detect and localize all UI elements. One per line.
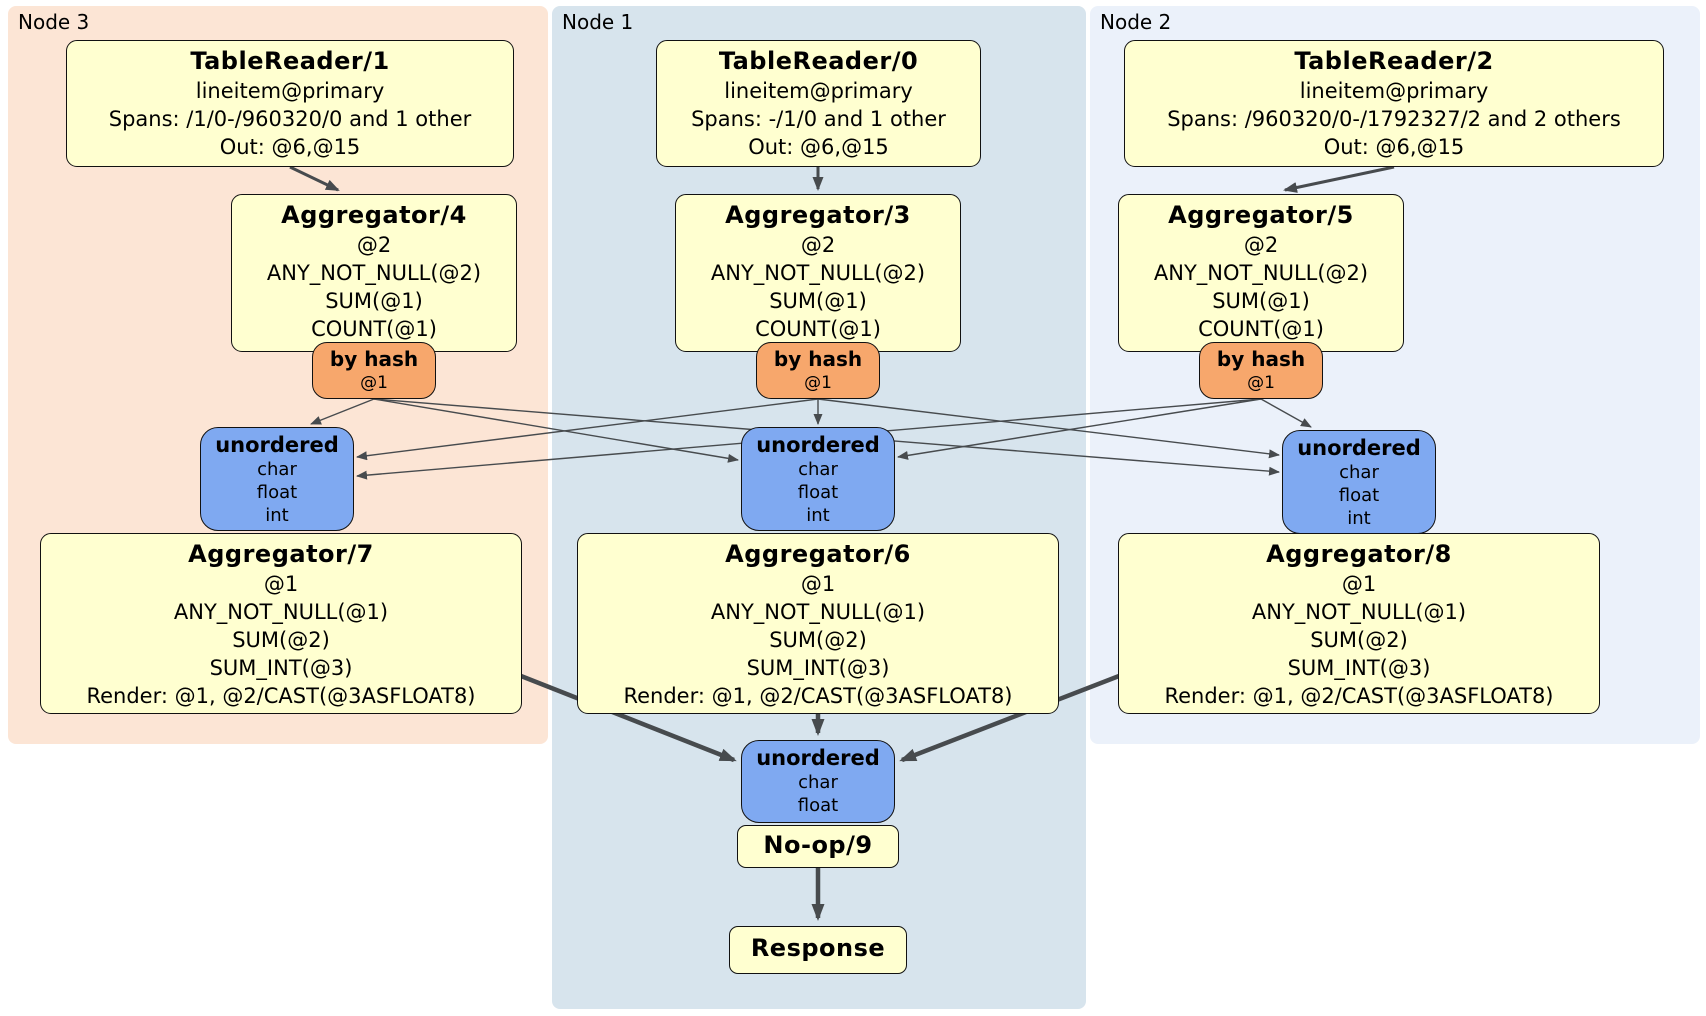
sync-type: int bbox=[806, 505, 830, 526]
aggregator-3-box: Aggregator/3 @2 ANY_NOT_NULL(@2) SUM(@1)… bbox=[675, 194, 961, 352]
tablereader-2-title: TableReader/2 bbox=[1294, 47, 1494, 75]
aggregator-7-box: Aggregator/7 @1 ANY_NOT_NULL(@1) SUM(@2)… bbox=[40, 533, 522, 714]
unordered-sync-right-label: unordered bbox=[1297, 436, 1421, 460]
aggregator-5-expr: SUM(@1) bbox=[1212, 289, 1310, 313]
aggregator-5-expr: ANY_NOT_NULL(@2) bbox=[1153, 261, 1369, 285]
aggregator-7-title: Aggregator/7 bbox=[188, 540, 374, 568]
aggregator-8-render: Render: @1, @2/CAST(@3ASFLOAT8) bbox=[1164, 684, 1554, 708]
aggregator-3-expr: ANY_NOT_NULL(@2) bbox=[710, 261, 926, 285]
aggregator-6-title: Aggregator/6 bbox=[725, 540, 911, 568]
response-title: Response bbox=[750, 934, 886, 962]
hash-router-right: by hash @1 bbox=[1199, 342, 1323, 399]
unordered-sync-final: unordered char float bbox=[741, 740, 895, 823]
tablereader-2-spans: Spans: /960320/0-/1792327/2 and 2 others bbox=[1167, 107, 1621, 131]
node3-label: Node 3 bbox=[18, 10, 90, 34]
unordered-sync-right: unordered char float int bbox=[1282, 430, 1436, 534]
unordered-sync-mid: unordered char float int bbox=[741, 427, 895, 531]
aggregator-7-expr: SUM_INT(@3) bbox=[209, 656, 353, 680]
tablereader-0-index: lineitem@primary bbox=[724, 79, 913, 103]
node2-label: Node 2 bbox=[1100, 10, 1172, 34]
aggregator-4-expr: COUNT(@1) bbox=[311, 317, 437, 341]
aggregator-4-expr: SUM(@1) bbox=[325, 289, 423, 313]
hash-router-left-key: @1 bbox=[360, 373, 388, 393]
hash-router-right-key: @1 bbox=[1247, 373, 1275, 393]
aggregator-6-expr: ANY_NOT_NULL(@1) bbox=[710, 600, 926, 624]
aggregator-8-expr: ANY_NOT_NULL(@1) bbox=[1251, 600, 1467, 624]
aggregator-7-render: Render: @1, @2/CAST(@3ASFLOAT8) bbox=[86, 684, 476, 708]
hash-router-right-label: by hash bbox=[1216, 347, 1306, 371]
tablereader-2-out: Out: @6,@15 bbox=[1323, 135, 1465, 159]
sync-type: char bbox=[257, 459, 297, 480]
unordered-sync-left: unordered char float int bbox=[200, 427, 354, 531]
sync-type: float bbox=[1338, 485, 1380, 506]
aggregator-7-group: @1 bbox=[263, 572, 299, 596]
unordered-sync-left-label: unordered bbox=[215, 433, 339, 457]
aggregator-5-box: Aggregator/5 @2 ANY_NOT_NULL(@2) SUM(@1)… bbox=[1118, 194, 1404, 352]
aggregator-7-expr: SUM(@2) bbox=[232, 628, 330, 652]
tablereader-0-title: TableReader/0 bbox=[718, 47, 919, 75]
response-box: Response bbox=[729, 926, 907, 974]
aggregator-6-render: Render: @1, @2/CAST(@3ASFLOAT8) bbox=[623, 684, 1013, 708]
aggregator-8-box: Aggregator/8 @1 ANY_NOT_NULL(@1) SUM(@2)… bbox=[1118, 533, 1600, 714]
sync-type: char bbox=[798, 459, 838, 480]
noop-box: No-op/9 bbox=[737, 825, 899, 868]
hash-router-left-label: by hash bbox=[329, 347, 419, 371]
sync-type: float bbox=[797, 795, 839, 816]
sync-type: char bbox=[798, 772, 838, 793]
aggregator-5-expr: COUNT(@1) bbox=[1198, 317, 1324, 341]
aggregator-6-group: @1 bbox=[800, 572, 836, 596]
aggregator-3-title: Aggregator/3 bbox=[725, 201, 911, 229]
aggregator-4-group: @2 bbox=[356, 233, 392, 257]
aggregator-8-expr: SUM(@2) bbox=[1310, 628, 1408, 652]
aggregator-4-expr: ANY_NOT_NULL(@2) bbox=[266, 261, 482, 285]
aggregator-6-expr: SUM(@2) bbox=[769, 628, 867, 652]
sync-type: char bbox=[1339, 462, 1379, 483]
hash-router-mid-label: by hash bbox=[773, 347, 863, 371]
hash-router-mid-key: @1 bbox=[804, 373, 832, 393]
aggregator-8-title: Aggregator/8 bbox=[1266, 540, 1452, 568]
tablereader-0-out: Out: @6,@15 bbox=[748, 135, 889, 159]
tablereader-2-box: TableReader/2 lineitem@primary Spans: /9… bbox=[1124, 40, 1664, 167]
tablereader-0-spans: Spans: -/1/0 and 1 other bbox=[691, 107, 946, 131]
node1-label: Node 1 bbox=[562, 10, 634, 34]
hash-router-left: by hash @1 bbox=[312, 342, 436, 399]
aggregator-4-box: Aggregator/4 @2 ANY_NOT_NULL(@2) SUM(@1)… bbox=[231, 194, 517, 352]
aggregator-3-group: @2 bbox=[800, 233, 836, 257]
aggregator-5-title: Aggregator/5 bbox=[1168, 201, 1354, 229]
sync-type: float bbox=[797, 482, 839, 503]
sync-type: float bbox=[256, 482, 298, 503]
aggregator-6-box: Aggregator/6 @1 ANY_NOT_NULL(@1) SUM(@2)… bbox=[577, 533, 1059, 714]
aggregator-3-expr: COUNT(@1) bbox=[755, 317, 881, 341]
aggregator-4-title: Aggregator/4 bbox=[281, 201, 467, 229]
tablereader-1-box: TableReader/1 lineitem@primary Spans: /1… bbox=[66, 40, 514, 167]
tablereader-0-box: TableReader/0 lineitem@primary Spans: -/… bbox=[656, 40, 981, 167]
noop-title: No-op/9 bbox=[763, 831, 873, 859]
sync-type: int bbox=[1347, 508, 1371, 529]
tablereader-1-title: TableReader/1 bbox=[190, 47, 390, 75]
tablereader-2-index: lineitem@primary bbox=[1299, 79, 1489, 103]
tablereader-1-index: lineitem@primary bbox=[195, 79, 385, 103]
unordered-sync-mid-label: unordered bbox=[756, 433, 880, 457]
hash-router-mid: by hash @1 bbox=[756, 342, 880, 399]
tablereader-1-spans: Spans: /1/0-/960320/0 and 1 other bbox=[108, 107, 472, 131]
aggregator-5-group: @2 bbox=[1243, 233, 1279, 257]
unordered-sync-final-label: unordered bbox=[756, 746, 880, 770]
aggregator-7-expr: ANY_NOT_NULL(@1) bbox=[173, 600, 389, 624]
aggregator-3-expr: SUM(@1) bbox=[769, 289, 867, 313]
aggregator-8-expr: SUM_INT(@3) bbox=[1287, 656, 1431, 680]
aggregator-8-group: @1 bbox=[1341, 572, 1377, 596]
aggregator-6-expr: SUM_INT(@3) bbox=[746, 656, 890, 680]
tablereader-1-out: Out: @6,@15 bbox=[219, 135, 361, 159]
sync-type: int bbox=[265, 505, 289, 526]
